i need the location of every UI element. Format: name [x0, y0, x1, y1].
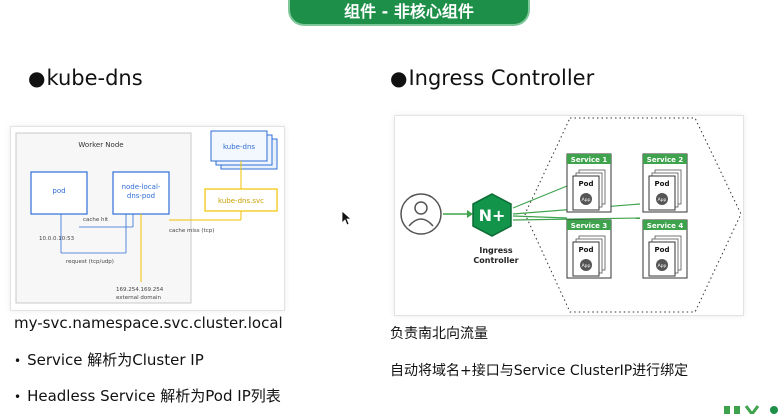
app-label: App — [582, 263, 591, 269]
worker-node-label: Worker Node — [78, 141, 123, 149]
arrow-head — [467, 210, 473, 218]
pod-label: Pod — [655, 246, 670, 254]
kube-dns-diagram-svg: Worker Node pod node-local-dns-pod cache… — [15, 130, 278, 304]
bullet-service: • Service 解析为Cluster IP — [14, 349, 204, 370]
app-label: App — [658, 197, 667, 203]
ingress-label-1: Ingress — [479, 246, 513, 255]
service-header — [567, 154, 611, 164]
arrow-service4 — [512, 217, 641, 221]
bullet-dot-icon: ● — [390, 66, 408, 90]
app-icon — [656, 259, 668, 271]
kube-dns-heading-text: kube-dns — [46, 66, 143, 90]
service-header — [643, 154, 687, 164]
nginx-plus-icon — [472, 193, 512, 237]
ingress-line-1: 负责南北向流量 — [390, 326, 488, 342]
dns-name-caption: my-svc.namespace.svc.cluster.local — [14, 314, 283, 332]
bullet-service-text: Service 解析为Cluster IP — [27, 351, 204, 369]
pod-box — [30, 171, 88, 215]
service-label: Service 1 — [571, 156, 608, 164]
bullet-headless: • Headless Service 解析为Pod IP列表 — [14, 385, 281, 406]
ingress-heading-text: Ingress Controller — [408, 66, 595, 90]
cache-hit-label: cache hit — [83, 217, 109, 223]
service-header — [567, 220, 611, 230]
app-icon — [656, 193, 668, 205]
cache-miss-label: cache miss (tcp) — [169, 228, 214, 234]
kube-dns-box — [210, 130, 268, 162]
app-label: App — [658, 263, 667, 269]
service-label: Service 3 — [571, 222, 608, 230]
bullet-point-icon: • — [14, 354, 22, 368]
node-local-label: node-local-dns-pod — [122, 183, 161, 200]
external-ip-label: 169.254.169.254 — [116, 287, 164, 293]
kube-dns-svc-label: kube-dns.svc — [218, 197, 264, 205]
bullet-point-icon: • — [14, 390, 22, 404]
mouse-cursor-icon — [341, 210, 352, 226]
local-ip-label: 10.0.0.10:53 — [39, 236, 75, 242]
app-icon — [580, 193, 592, 205]
worker-node-box — [15, 132, 192, 304]
kube-dns-heading: ●kube-dns — [28, 66, 143, 90]
pod-label: Pod — [579, 246, 594, 254]
service-label: Service 4 — [647, 222, 684, 230]
bullet-dot-icon: ● — [28, 66, 46, 90]
bullet-headless-text: Headless Service 解析为Pod IP列表 — [27, 387, 281, 405]
brand-logo-icon — [724, 405, 778, 414]
service-header — [643, 220, 687, 230]
app-icon — [580, 259, 592, 271]
ingress-line-2: 自动将域名+接口与Service ClusterIP进行绑定 — [390, 363, 689, 379]
app-label: App — [582, 197, 591, 203]
user-icon-head — [414, 201, 428, 215]
slide-title: 组件 - 非核心组件 — [290, 0, 528, 24]
ingress-diagram-svg: N+ Ingress Controller Service 1PodAppSer… — [400, 117, 742, 313]
nginx-plus-label: N+ — [479, 206, 506, 225]
external-domain-label: external domain — [116, 295, 161, 301]
ingress-heading: ●Ingress Controller — [390, 66, 594, 90]
pod-label: Pod — [579, 180, 594, 188]
user-icon-body — [408, 218, 434, 227]
service-label: Service 2 — [647, 156, 684, 164]
request-label: request (tcp/udp) — [66, 259, 114, 265]
kube-dns-label: kube-dns — [223, 143, 255, 151]
pod-label: pod — [52, 187, 65, 195]
pod-label: Pod — [655, 180, 670, 188]
cluster-hexagon — [524, 117, 742, 313]
arrow-service3 — [512, 215, 568, 219]
ingress-label-2: Controller — [473, 256, 518, 265]
kube-dns-diagram: Worker Node pod node-local-dns-pod cache… — [10, 126, 285, 311]
arrow-service1 — [512, 185, 568, 209]
